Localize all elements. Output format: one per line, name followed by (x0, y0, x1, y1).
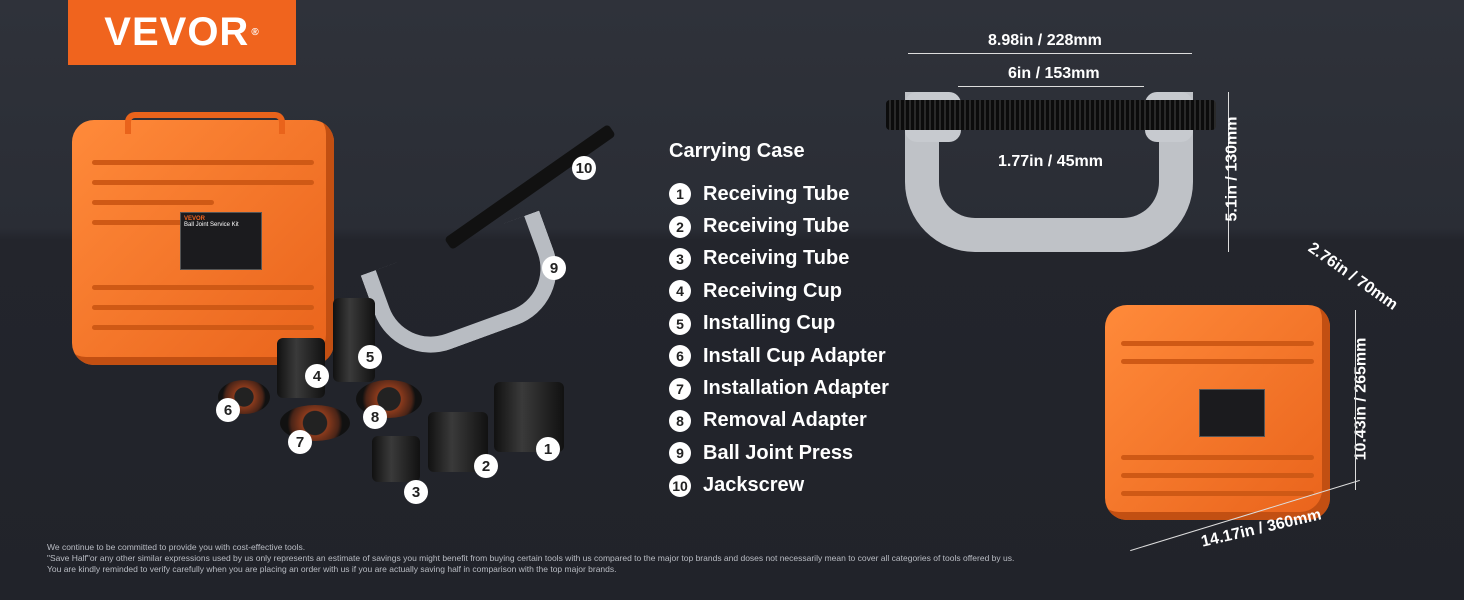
case-handle (125, 112, 285, 134)
legend-label: Receiving Tube (703, 215, 850, 238)
part-badge-5: 5 (358, 345, 382, 369)
legend-item: 5 Installing Cup (669, 308, 889, 340)
inner-width-label: 6in / 153mm (1008, 65, 1100, 82)
press-screw (886, 100, 1216, 130)
legend-item: 10 Jackscrew (669, 470, 889, 502)
number-badge: 6 (669, 345, 691, 368)
number-badge: 4 (669, 280, 691, 303)
part-badge-1: 1 (536, 437, 560, 461)
number-badge: 8 (669, 409, 691, 432)
legend-label: Receiving Cup (703, 279, 842, 302)
legend-item: 6 Install Cup Adapter (669, 340, 889, 372)
part-badge-3: 3 (404, 480, 428, 504)
legend-label: Jackscrew (703, 474, 805, 497)
press-height-label: 5.1in / 130mm (1223, 116, 1241, 222)
legend-label: Ball Joint Press (703, 441, 854, 464)
installing-cup-image (333, 298, 375, 382)
part-badge-8: 8 (363, 405, 387, 429)
legend-item: 7 Installation Adapter (669, 372, 889, 404)
throat-depth-label: 1.77in / 45mm (998, 153, 1103, 170)
disclaimer-line: We continue to be committed to provide y… (47, 542, 306, 552)
part-badge-4: 4 (305, 364, 329, 388)
part-badge-7: 7 (288, 430, 312, 454)
disclaimer-line: "Save Half"or any other similar expressi… (47, 553, 1015, 563)
number-badge: 5 (669, 312, 691, 335)
case-dimension-image (1105, 305, 1330, 520)
number-badge: 3 (669, 247, 691, 270)
legend-label: Installation Adapter (703, 377, 889, 400)
legend-title: Carrying Case (669, 140, 805, 162)
legend-item: 1 Receiving Tube (669, 178, 889, 210)
legend-label: Receiving Tube (703, 247, 850, 270)
overall-width-label: 8.98in / 228mm (988, 32, 1102, 49)
part-badge-9: 9 (542, 256, 566, 280)
legend-item: 8 Removal Adapter (669, 405, 889, 437)
legend-label: Removal Adapter (703, 409, 867, 432)
case-depth-label: 2.76in / 70mm (1304, 239, 1401, 314)
number-badge: 9 (669, 442, 691, 465)
disclaimer-line: You are kindly reminded to verify carefu… (47, 564, 617, 574)
legend-label: Installing Cup (703, 312, 836, 335)
number-badge: 7 (669, 377, 691, 400)
legend-item: 2 Receiving Tube (669, 210, 889, 242)
part-badge-2: 2 (474, 454, 498, 478)
legend-item: 4 Receiving Cup (669, 275, 889, 307)
part-badge-6: 6 (216, 398, 240, 422)
disclaimer: We continue to be committed to provide y… (47, 542, 1014, 575)
number-badge: 1 (669, 183, 691, 206)
number-badge: 10 (669, 474, 691, 497)
registered-mark: ® (251, 27, 260, 38)
legend-label: Install Cup Adapter (703, 344, 886, 367)
legend-item: 3 Receiving Tube (669, 243, 889, 275)
number-badge: 2 (669, 215, 691, 238)
logo-text: VEVOR (104, 10, 250, 54)
part-badge-10: 10 (572, 156, 596, 180)
legend-item: 9 Ball Joint Press (669, 437, 889, 469)
legend-label: Receiving Tube (703, 182, 850, 205)
vevor-logo: VEVOR® (68, 0, 296, 65)
receiving-tube-3-image (372, 436, 420, 482)
